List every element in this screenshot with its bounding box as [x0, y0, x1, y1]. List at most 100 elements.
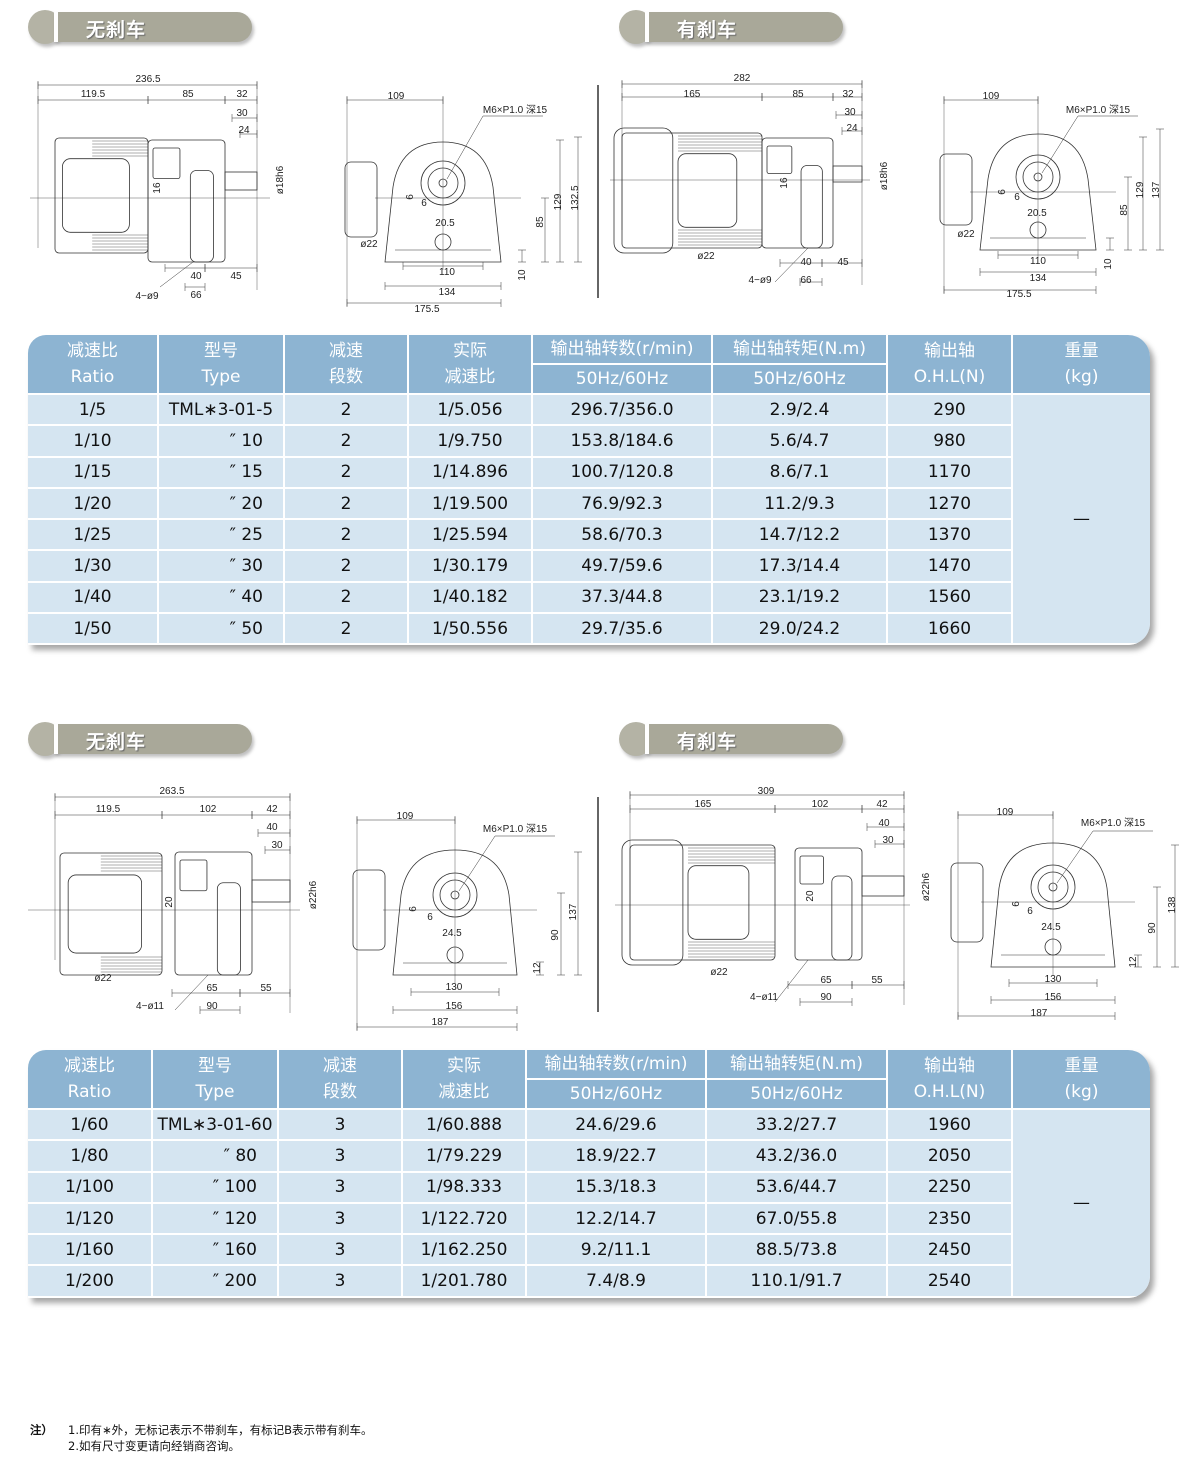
- table-cell: 1/20: [28, 486, 159, 521]
- table-cell: 14.7/12.2: [711, 518, 888, 552]
- dimension-label: 24.5: [442, 928, 462, 939]
- dimension-label: ø22h6: [921, 872, 932, 901]
- dimension-label: ø22: [360, 239, 378, 250]
- dimension-label: 4−ø11: [136, 1001, 164, 1012]
- dimension-label: 109: [997, 807, 1014, 818]
- table-cell: 1/9.750: [407, 424, 533, 458]
- table-cell: ″ 50: [157, 612, 285, 646]
- dimension-label: 65: [206, 983, 218, 994]
- weight-cell: —: [1011, 392, 1150, 646]
- dimension-label: 102: [200, 804, 217, 815]
- section-title-brake: 有刹车: [619, 10, 843, 44]
- dimension-label: 32: [842, 89, 854, 100]
- note-item: 2.如有尺寸变更请向经销商咨询。: [68, 1439, 240, 1453]
- dimension-label: 90: [550, 929, 561, 941]
- table-cell: 1660: [886, 612, 1012, 646]
- table-cell: 100.7/120.8: [531, 455, 713, 489]
- table-cell: ″ 40: [157, 580, 285, 615]
- dimension-label: 282: [734, 73, 751, 84]
- table-cell: 2.9/2.4: [711, 392, 888, 427]
- col-weight: 重量(kg): [1011, 1050, 1150, 1110]
- table-cell: ″ 30: [157, 549, 285, 583]
- table-cell: 1/30: [28, 549, 159, 583]
- table-cell: 2: [283, 612, 409, 646]
- dimension-label: 16: [779, 177, 790, 189]
- table-cell: 1/100: [28, 1170, 153, 1204]
- section-title-no-brake: 无刹车: [28, 10, 252, 44]
- dimension-label: ø22: [710, 967, 728, 978]
- dimension-label: 6: [408, 906, 419, 912]
- weight-cell: —: [1011, 1108, 1150, 1298]
- dimension-label: ø22: [94, 973, 112, 984]
- dimension-label: 45: [230, 271, 242, 282]
- dimension-label: 42: [266, 804, 278, 815]
- dimension-label: 187: [1031, 1008, 1048, 1019]
- table-cell: 3: [277, 1139, 403, 1173]
- dimension-label: 4−ø9: [135, 291, 159, 302]
- table-cell: 1/60: [28, 1107, 153, 1142]
- dimension-label: 110: [439, 267, 455, 278]
- dimension-label: 85: [1119, 204, 1130, 216]
- dimension-label: 66: [800, 275, 812, 286]
- table-cell: 1/200: [28, 1264, 153, 1298]
- dimension-label: 175.5: [1006, 289, 1031, 300]
- dimension-label: 85: [535, 216, 546, 228]
- table-cell: 29.0/24.2: [711, 612, 888, 646]
- dimension-label: 263.5: [159, 786, 184, 797]
- dimension-label: 66: [190, 290, 202, 301]
- table-cell: 1370: [886, 518, 1012, 552]
- dimension-label: 6: [1011, 901, 1022, 907]
- dimension-label: 4−ø9: [748, 275, 772, 286]
- table-cell: 2: [283, 580, 409, 615]
- section-title-brake-2: 有刹车: [619, 722, 843, 756]
- table-cell: 1170: [886, 455, 1012, 489]
- col-output-torque: 输出轴转矩(N.m): [705, 1050, 888, 1080]
- table-cell: ″ 10: [157, 424, 285, 458]
- table-cell: 1/201.780: [401, 1264, 527, 1298]
- table-cell: 2: [283, 392, 409, 427]
- dimension-label: 6: [405, 194, 416, 200]
- table-cell: 290: [886, 392, 1013, 427]
- table-cell: 37.3/44.8: [531, 580, 713, 615]
- dimension-label: 65: [820, 975, 832, 986]
- dimension-label: 129: [553, 193, 564, 210]
- table-cell: ″ 20: [157, 486, 285, 521]
- dimension-label: M6×P1.0 深15: [483, 104, 548, 116]
- table-cell: 3: [277, 1264, 403, 1298]
- dimension-label: 40: [266, 822, 278, 833]
- table-cell: 11.2/9.3: [711, 486, 888, 521]
- dimension-label: 137: [1151, 181, 1162, 198]
- dimension-label: 20.5: [435, 218, 455, 229]
- dimension-label: 134: [439, 287, 456, 298]
- col-output-speed: 输出轴转数(r/min): [525, 1050, 707, 1080]
- dimension-label: 6: [421, 198, 427, 209]
- table-cell: 1/15: [28, 455, 159, 489]
- dimension-label: 102: [812, 799, 829, 810]
- table-cell: 49.7/59.6: [531, 549, 713, 583]
- table-cell: 18.9/22.7: [525, 1139, 707, 1173]
- col-weight: 重量(kg): [1011, 335, 1150, 395]
- table-cell: 58.6/70.3: [531, 518, 713, 552]
- table-cell: TML∗3-01-60: [151, 1107, 279, 1142]
- dimension-label: 20: [805, 890, 816, 902]
- table-cell: 2350: [886, 1201, 1012, 1236]
- table-cell: 980: [886, 424, 1012, 458]
- table-cell: 1/162.250: [401, 1233, 527, 1267]
- table-cell: 3: [277, 1107, 403, 1142]
- dimension-label: 6: [427, 912, 433, 923]
- dimension-label: 109: [388, 91, 405, 102]
- table-cell: 15.3/18.3: [525, 1170, 707, 1204]
- table-cell: 110.1/91.7: [705, 1264, 888, 1298]
- dimension-label: 45: [837, 257, 849, 268]
- dimension-label: 24: [846, 123, 858, 134]
- dimension-label: ø22h6: [308, 880, 319, 909]
